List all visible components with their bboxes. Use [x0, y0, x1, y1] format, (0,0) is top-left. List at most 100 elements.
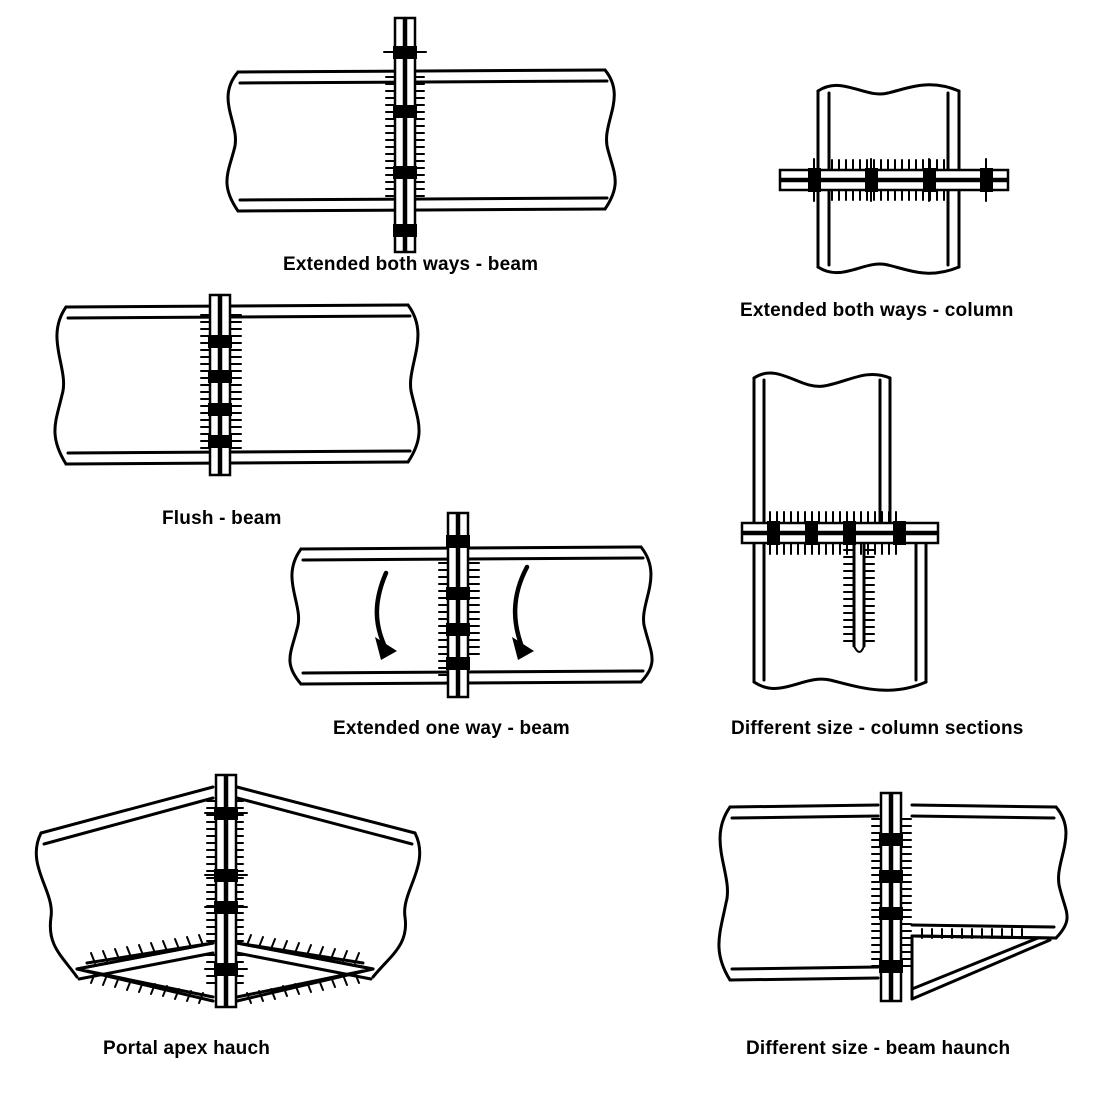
bolt-group	[808, 158, 993, 202]
lower-column-left-flange	[752, 540, 766, 684]
lower-column-right-flange	[914, 540, 928, 684]
break-line-right	[406, 303, 421, 464]
bolt-group	[208, 335, 232, 448]
bolt	[446, 535, 470, 548]
break-line-bottom	[816, 262, 961, 275]
haunch-left	[75, 934, 215, 1004]
weld-hatching-left	[871, 818, 883, 967]
bolt	[208, 435, 232, 448]
bolt	[204, 901, 248, 914]
bolt-group	[383, 46, 427, 237]
caption-different-size-beam-haunch: Different size - beam haunch	[746, 1038, 1011, 1059]
stiffener	[843, 540, 875, 653]
break-line-left	[53, 305, 68, 466]
bolt	[923, 158, 936, 202]
bolt	[204, 963, 248, 976]
portal-apex-drawing	[34, 773, 422, 1009]
weld-hatching-right	[229, 314, 242, 449]
weld-hatching-below	[769, 543, 897, 555]
beam-top-flange	[299, 545, 645, 562]
caption-portal-apex-hauch: Portal apex hauch	[103, 1038, 271, 1059]
weld-hatching-right	[900, 818, 912, 967]
haunch-weld-hatching	[921, 928, 1023, 939]
moment-arrow-left	[374, 570, 397, 660]
right-beam-top-flange	[910, 803, 1058, 820]
break-line-top	[816, 83, 961, 96]
figure-flush-beam	[40, 285, 440, 495]
bolt	[393, 224, 417, 237]
different-size-column-drawing	[740, 371, 940, 692]
bolt	[893, 521, 906, 545]
left-beam-bottom-flange	[728, 965, 880, 982]
weld-hatching-left	[200, 314, 213, 449]
caption-different-size-column-sections: Different size - column sections	[731, 718, 1024, 739]
bolt	[208, 335, 232, 348]
end-plate-pair	[214, 773, 238, 1009]
bolt	[208, 370, 232, 383]
beam-bottom-flange	[236, 196, 609, 213]
weld-hatching-left	[438, 562, 451, 676]
break-line-top	[752, 371, 892, 388]
beam-bottom-flange	[299, 669, 645, 686]
break-line-left	[717, 805, 732, 982]
bolt	[393, 105, 417, 118]
extended-both-ways-beam-drawing	[225, 16, 617, 254]
break-line-left	[288, 547, 303, 686]
extended-both-ways-column-drawing	[778, 83, 1010, 275]
bolt-group	[767, 521, 906, 545]
caption-extended-one-way-beam: Extended one way - beam	[333, 718, 570, 739]
bolt	[208, 403, 232, 416]
caption-flush-beam: Flush - beam	[162, 508, 282, 529]
figure-different-size-beam-haunch	[700, 785, 1090, 1015]
end-plate-pair	[879, 791, 903, 1003]
upper-column-right-flange	[878, 376, 892, 526]
weld-hatching-right	[413, 76, 425, 197]
end-plate-pair	[778, 168, 1010, 192]
right-rafter-top-flange	[235, 785, 417, 846]
figure-portal-apex-hauch	[25, 765, 445, 1015]
bolt	[446, 657, 470, 670]
break-line-right	[639, 545, 654, 684]
bolt	[767, 521, 780, 545]
haunch-right	[235, 934, 375, 1004]
bolt-group	[446, 535, 470, 670]
bolt	[383, 46, 427, 59]
haunch-triangle	[910, 928, 1058, 1001]
haunch-weld-right	[246, 934, 360, 1004]
figure-extended-both-ways-column	[770, 75, 1060, 285]
end-plate-pair	[393, 16, 417, 254]
haunch-weld-left	[90, 934, 204, 1004]
bolt	[879, 907, 903, 920]
weld-hatching-right	[467, 562, 480, 655]
weld-hatching-below	[831, 189, 945, 201]
weld-hatching-above	[831, 159, 945, 171]
break-line-right	[603, 68, 617, 211]
bolt	[808, 158, 821, 202]
weld-hatching-left	[385, 76, 397, 197]
beam-bottom-flange	[64, 449, 412, 466]
bolt	[879, 870, 903, 883]
figure-extended-one-way-beam	[275, 505, 675, 705]
bolt	[446, 623, 470, 636]
bolt	[204, 807, 248, 820]
bolt-group	[204, 807, 248, 976]
left-rafter-top-flange	[39, 785, 215, 846]
upper-column-left-flange	[752, 376, 766, 526]
end-plate-pair	[208, 293, 232, 477]
bolt	[879, 960, 903, 973]
caption-extended-both-ways-beam: Extended both ways - beam	[283, 254, 539, 275]
weld-hatching-above	[769, 511, 897, 523]
break-line-right	[1054, 805, 1069, 940]
bolt	[865, 158, 878, 202]
moment-arrow-right	[512, 564, 534, 660]
break-line-bottom	[752, 677, 928, 692]
stiffener-weld-hatching	[843, 549, 875, 642]
end-plate-pair	[740, 521, 940, 545]
bolt	[805, 521, 818, 545]
caption-extended-both-ways-column: Extended both ways - column	[740, 300, 1014, 321]
bolt	[393, 166, 417, 179]
break-line-left	[34, 831, 79, 979]
end-plate-pair	[446, 511, 470, 699]
bolt	[879, 833, 903, 846]
beam-top-flange	[64, 303, 412, 320]
